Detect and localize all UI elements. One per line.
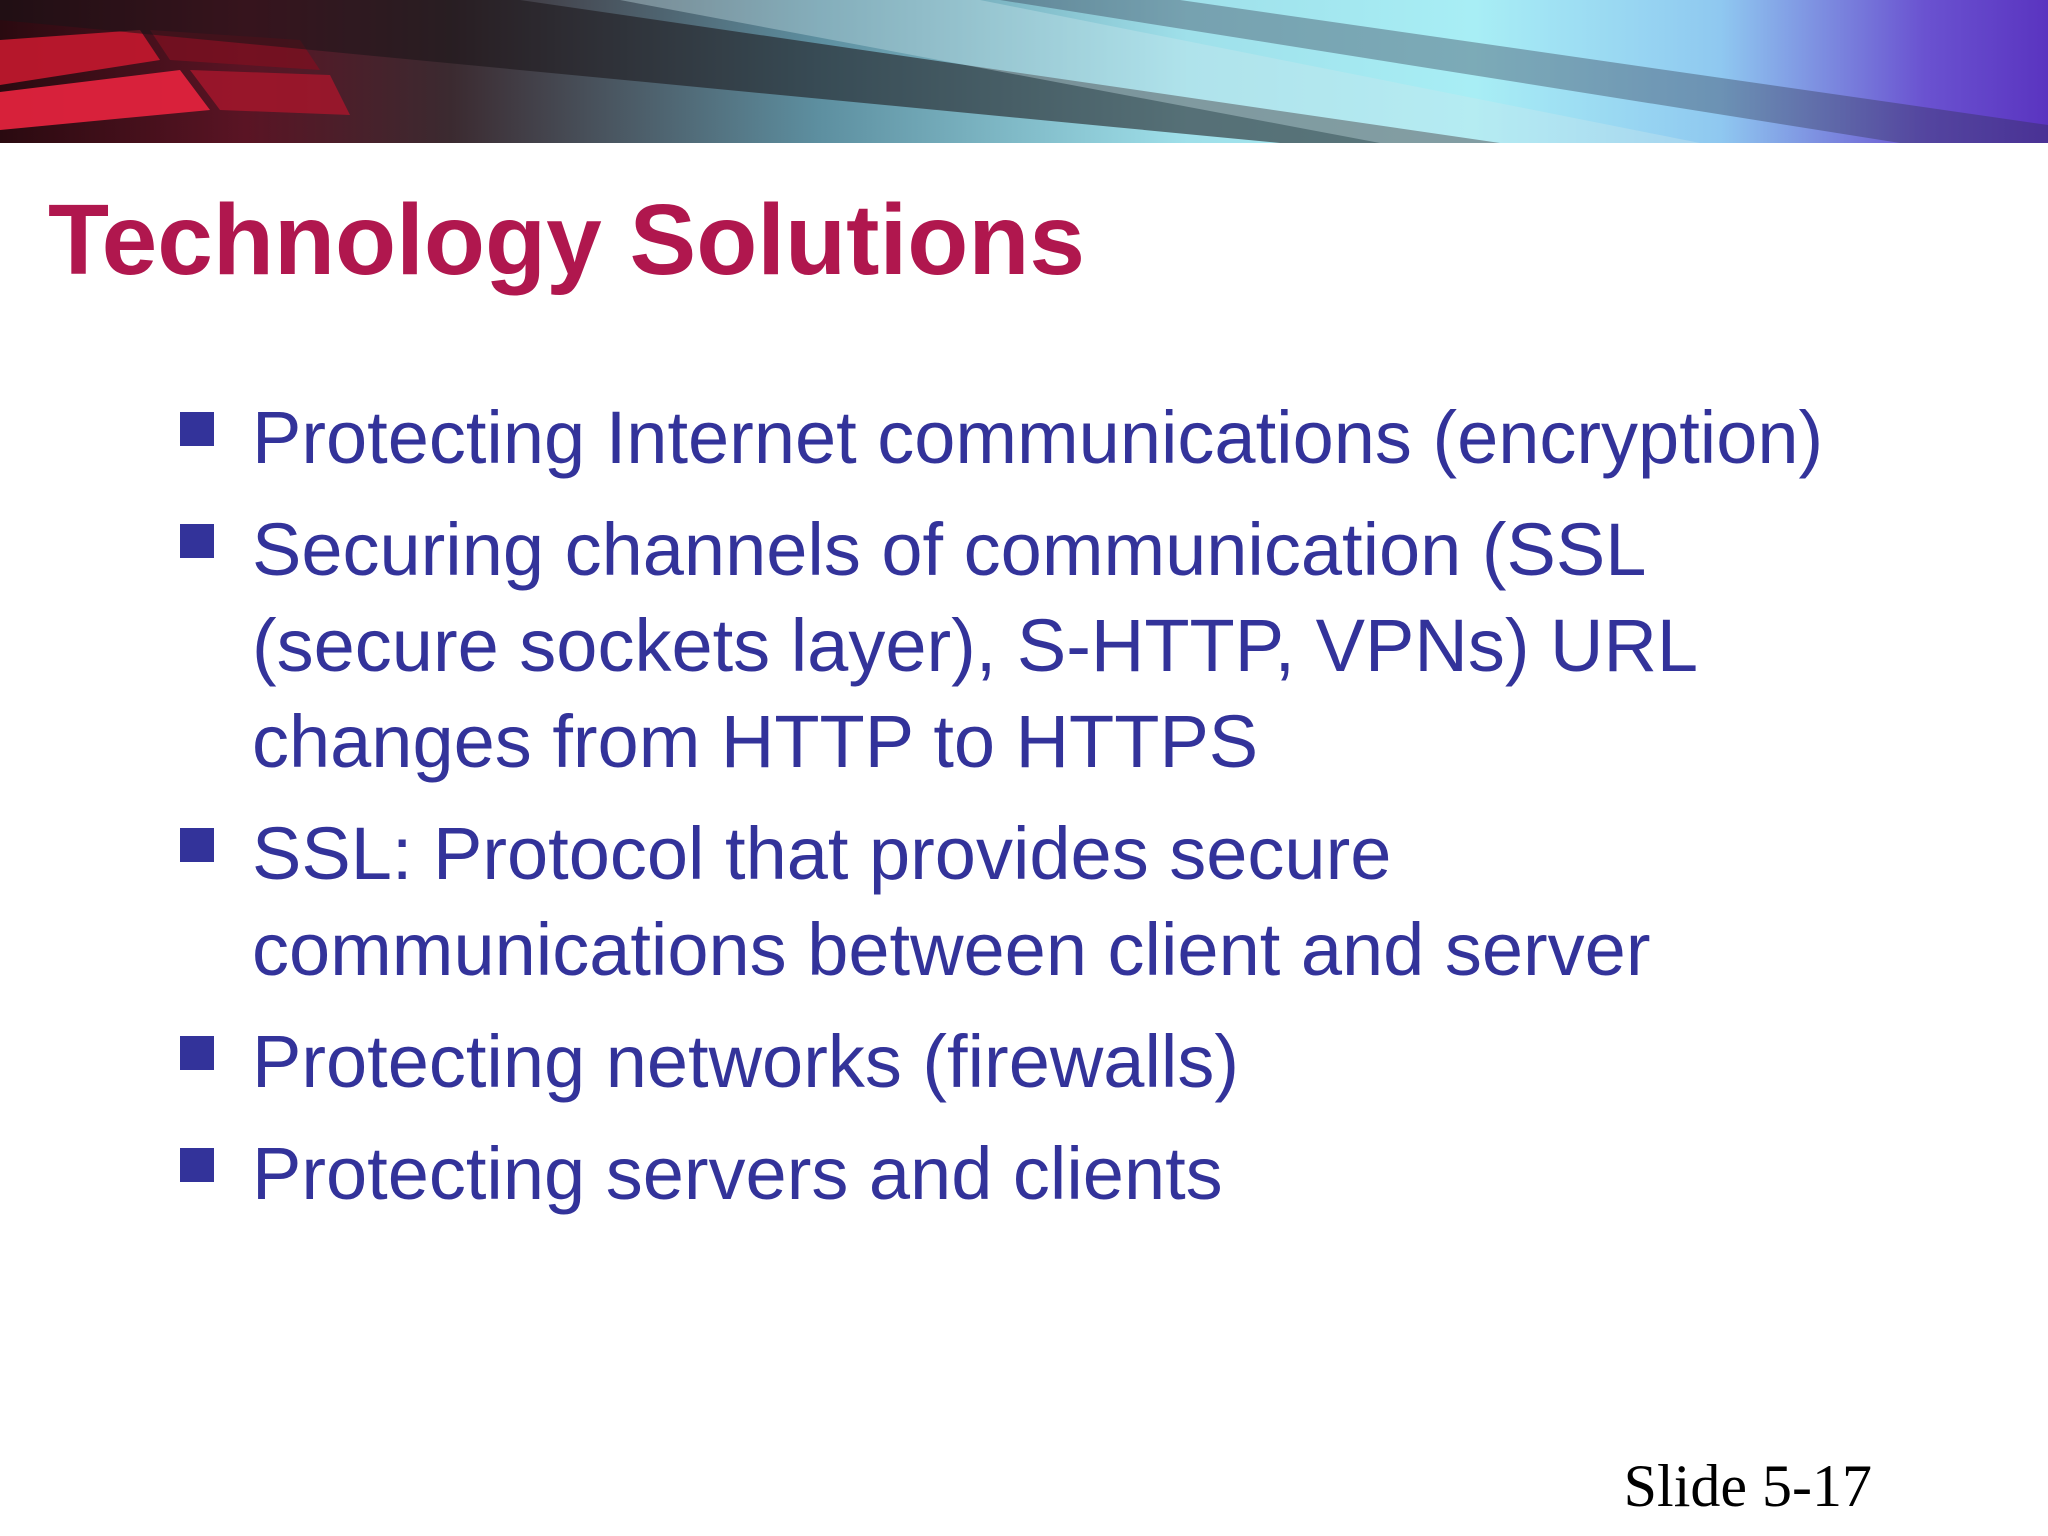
bullet-item: Protecting servers and clients xyxy=(180,1126,1880,1222)
bullet-text: Securing channels of communication (SSL … xyxy=(252,508,1696,783)
header-banner-image xyxy=(0,0,2048,143)
bullet-item: Securing channels of communication (SSL … xyxy=(180,502,1880,790)
bullet-list: Protecting Internet communications (encr… xyxy=(180,390,1880,1238)
banner-artwork xyxy=(0,0,2048,143)
slide-title: Technology Solutions xyxy=(48,184,1086,296)
bullet-item: SSL: Protocol that provides secure commu… xyxy=(180,806,1880,998)
slide-number: Slide 5-17 xyxy=(1623,1453,1872,1519)
square-bullet-icon xyxy=(180,524,214,558)
square-bullet-icon xyxy=(180,1036,214,1070)
bullet-item: Protecting networks (firewalls) xyxy=(180,1014,1880,1110)
square-bullet-icon xyxy=(180,1148,214,1182)
bullet-item: Protecting Internet communications (encr… xyxy=(180,390,1880,486)
square-bullet-icon xyxy=(180,828,214,862)
bullet-text: Protecting networks (firewalls) xyxy=(252,1020,1239,1103)
bullet-text: Protecting servers and clients xyxy=(252,1132,1223,1215)
bullet-text: Protecting Internet communications (encr… xyxy=(252,396,1824,479)
bullet-text: SSL: Protocol that provides secure commu… xyxy=(252,812,1651,991)
square-bullet-icon xyxy=(180,412,214,446)
